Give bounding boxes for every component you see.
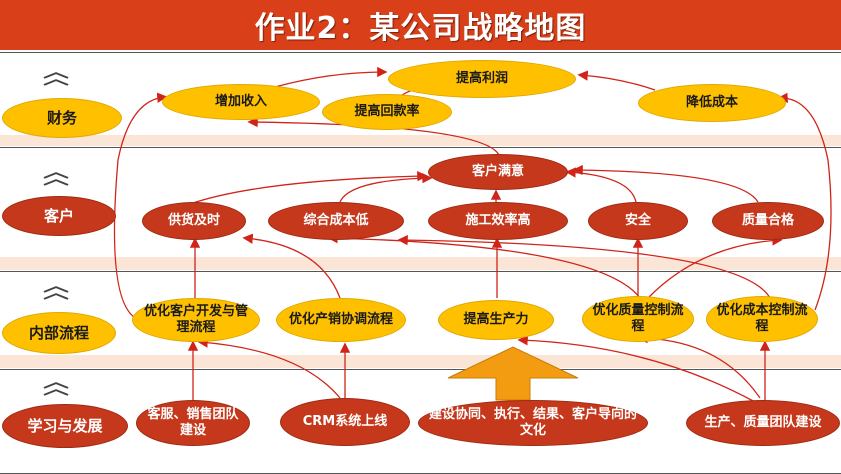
customer-quality: 质量合格: [712, 202, 824, 240]
process-strip: [0, 355, 841, 368]
arrow-cost-satisfaction: [339, 172, 433, 203]
learning-culture: 建设协同、执行、结果、客户导向的文化: [418, 400, 648, 446]
customer-safety: 安全: [588, 202, 688, 240]
arrow-costctl-finance: [777, 92, 832, 311]
arrow-satisfaction-revenue: [247, 116, 501, 158]
arrow-costctl-cost: [397, 234, 771, 299]
process-quality: 优化质量控制流程: [582, 296, 694, 342]
layer-learning: 学习与发展: [2, 404, 128, 448]
arrow-cost-profit: [577, 70, 656, 91]
finance-strip: [0, 135, 841, 146]
arrow-production-productivity: [517, 335, 756, 403]
arrow-crm-dev: [197, 337, 341, 399]
customer-delivery: 供货及时: [142, 202, 246, 240]
arrow-quality-satisfaction: [572, 164, 759, 203]
process-sales: 优化产销协调流程: [276, 298, 406, 342]
arrow-safety-satisfaction: [565, 167, 637, 203]
finance-profit: 提高利润: [388, 60, 576, 98]
learning-production: 生产、质量团队建设: [686, 400, 840, 446]
arrow-quality-cost: [327, 233, 641, 299]
arrow-sales-delivery: [242, 233, 341, 299]
process-dev: 优化客户开发与管理流程: [132, 298, 260, 342]
finance-collection: 提高回款率: [322, 94, 452, 130]
learning-crm: CRM系统上线: [280, 398, 410, 446]
finance-cost: 降低成本: [638, 84, 786, 122]
big-up-arrow: [447, 346, 579, 401]
finance-revenue: 增加收入: [162, 84, 320, 120]
title-bar: 作业2：某公司战略地图: [0, 0, 841, 50]
customer-efficiency: 施工效率高: [428, 202, 568, 240]
arrow-quality-quality: [647, 235, 783, 299]
learning-service: 客服、销售团队建设: [136, 400, 250, 446]
page-title: 作业2：某公司战略地图: [254, 11, 587, 46]
process-productivity: 提高生产力: [438, 300, 554, 340]
arrow-production-quality: [637, 332, 761, 399]
arrow-delivery-satisfaction: [189, 170, 428, 205]
customer-cost: 综合成本低: [268, 202, 404, 240]
customer-strip: [0, 257, 841, 270]
layer-process: 内部流程: [2, 312, 116, 354]
layer-finance: 财务: [2, 98, 122, 138]
arrow-dev-revenue: [113, 92, 168, 321]
process-costctl: 优化成本控制流程: [706, 296, 818, 342]
arrow-revenue-profit: [274, 66, 388, 88]
customer-satisfaction: 客户满意: [428, 154, 568, 190]
layer-customer: 客户: [2, 196, 116, 236]
